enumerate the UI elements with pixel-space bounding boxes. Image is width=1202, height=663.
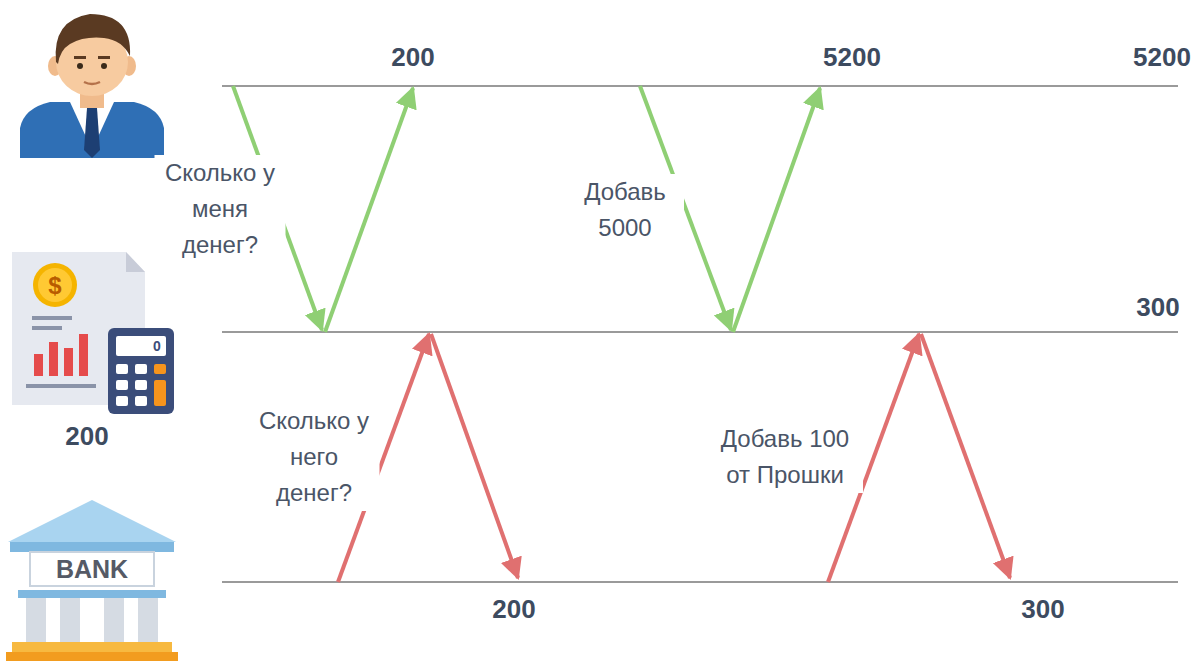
bank-arrows <box>338 334 1010 582</box>
value-number: 200 <box>391 42 434 73</box>
value-number: 5200 <box>823 42 881 73</box>
value-number: 200 <box>492 594 535 625</box>
bank-icon <box>6 500 178 661</box>
calculator-display: 0 <box>153 338 161 355</box>
request-arrows <box>233 86 820 332</box>
value-number: 200 <box>65 421 108 452</box>
person-icon <box>20 14 164 158</box>
value-number: 300 <box>1021 594 1064 625</box>
arrow-label: Сколько у меня денег? <box>155 155 286 263</box>
arrow-label: Добавь 100 от Прошки <box>707 421 863 493</box>
value-number: 5200 <box>1133 42 1191 73</box>
arrow-label: Сколько у него денег? <box>249 403 380 511</box>
arrow-label: Добавь 5000 <box>566 174 684 246</box>
value-number: 300 <box>1136 292 1179 323</box>
lane-lines <box>222 86 1178 582</box>
bank-sign: BANK <box>56 554 128 584</box>
accounting-icon <box>12 252 174 414</box>
coin-symbol: $ <box>48 272 61 301</box>
